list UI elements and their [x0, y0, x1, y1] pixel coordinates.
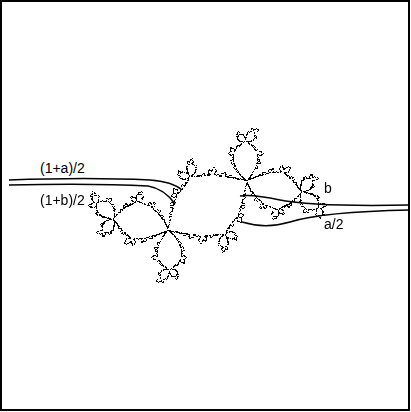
- ray-label: a/2: [322, 216, 345, 232]
- ray: [9, 184, 175, 204]
- ray-label: (1+a)/2: [38, 160, 87, 176]
- ray: [240, 195, 410, 205]
- ray-label: (1+b)/2: [38, 192, 87, 208]
- ray-label: b: [322, 180, 334, 196]
